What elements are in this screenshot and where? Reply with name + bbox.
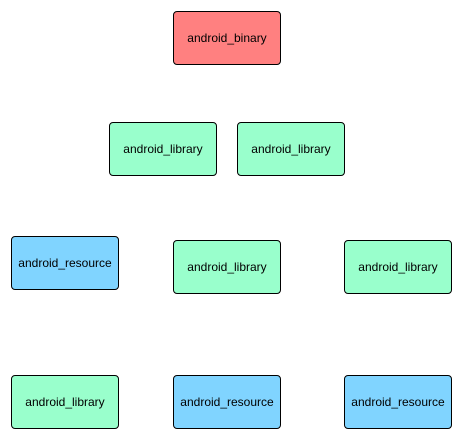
node-android-library[interactable]: android_library xyxy=(173,240,281,294)
node-android-binary[interactable]: android_binary xyxy=(173,11,281,65)
node-android-library[interactable]: android_library xyxy=(237,122,345,176)
node-android-resource[interactable]: android_resource xyxy=(11,236,119,290)
node-android-library[interactable]: android_library xyxy=(109,122,217,176)
node-android-resource[interactable]: android_resource xyxy=(173,375,281,429)
node-android-library[interactable]: android_library xyxy=(344,240,452,294)
node-android-resource[interactable]: android_resource xyxy=(344,375,452,429)
node-android-library[interactable]: android_library xyxy=(11,375,119,429)
